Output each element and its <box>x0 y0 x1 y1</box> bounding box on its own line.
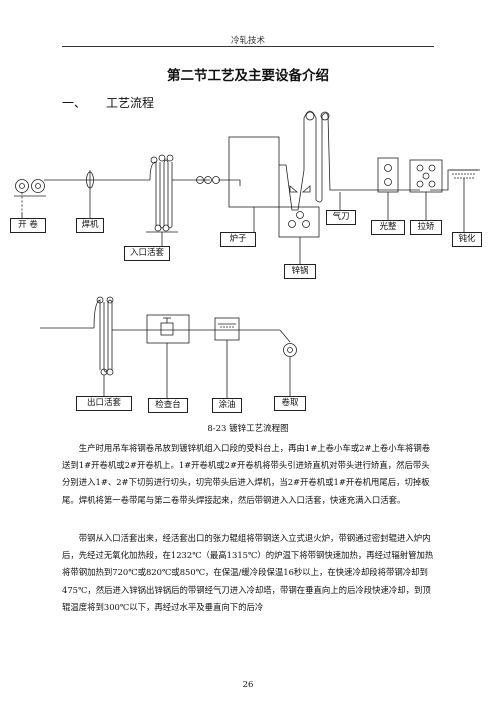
label-zinc-pot: 锌锅 <box>284 264 316 279</box>
oiling-drawing <box>214 317 240 341</box>
label-uncoiler: 开 卷 <box>10 218 46 233</box>
label-air-knife: 气刀 <box>326 210 356 225</box>
label-tension-leveler: 拉矫 <box>410 220 442 235</box>
passivation-drawing <box>450 169 478 179</box>
page-header: 冷轧技术 <box>230 36 265 46</box>
label-welder: 焊机 <box>76 218 104 233</box>
label-oiling: 涂油 <box>212 398 242 413</box>
label-skin-pass: 光整 <box>371 220 405 235</box>
section-title: 工艺流程 <box>106 96 155 110</box>
skin-pass-drawing <box>377 157 399 193</box>
figure-caption: 8-23 镀锌工艺流程图 <box>207 424 289 434</box>
inspection-drawing <box>146 314 190 344</box>
paragraph-2: 带钢从入口活套出来，经活套出口的张力辊组将带钢送入立式退火炉，带钢通过密封辊进入… <box>62 533 434 612</box>
coiler-drawing <box>283 343 297 357</box>
label-passivation: 钝化 <box>452 232 482 247</box>
label-entry-looper: 入口活套 <box>124 246 170 261</box>
label-exit-looper: 出口活套 <box>76 396 132 411</box>
strip-line-1 <box>44 159 241 229</box>
leader-lines-1 <box>21 178 465 264</box>
label-inspection: 检查台 <box>148 398 188 413</box>
tension-rolls-1 <box>196 176 220 184</box>
section-heading: 一、 工艺流程 <box>62 94 154 111</box>
uncoiler-drawing <box>14 179 46 212</box>
air-knife-drawing <box>289 185 311 193</box>
exit-looper-drawing <box>96 296 114 376</box>
label-coiling: 卷取 <box>274 396 306 411</box>
paragraph-1: 生产时用吊车将钢卷吊放到镀锌机组入口段的受料台上，再由1#上卷小车或2#上卷小车… <box>62 443 431 505</box>
header-rule <box>62 46 434 47</box>
section-number: 一、 <box>62 96 87 110</box>
page-number: 26 <box>242 680 254 690</box>
label-furnace: 炉子 <box>220 232 256 247</box>
page-title: 第二节工艺及主要设备介绍 <box>167 68 329 84</box>
entry-looper-drawing <box>146 154 178 233</box>
zinc-pot-drawing <box>278 206 320 238</box>
strip-line-4 <box>40 299 291 373</box>
process-flow-diagram <box>14 110 480 398</box>
strip-line-2 <box>279 110 340 211</box>
tension-leveler-drawing <box>409 159 443 193</box>
welder-drawing <box>86 170 94 190</box>
furnace-drawing <box>228 136 280 208</box>
leader-lines-2 <box>103 340 291 398</box>
top-rolls-drawing <box>305 111 330 121</box>
